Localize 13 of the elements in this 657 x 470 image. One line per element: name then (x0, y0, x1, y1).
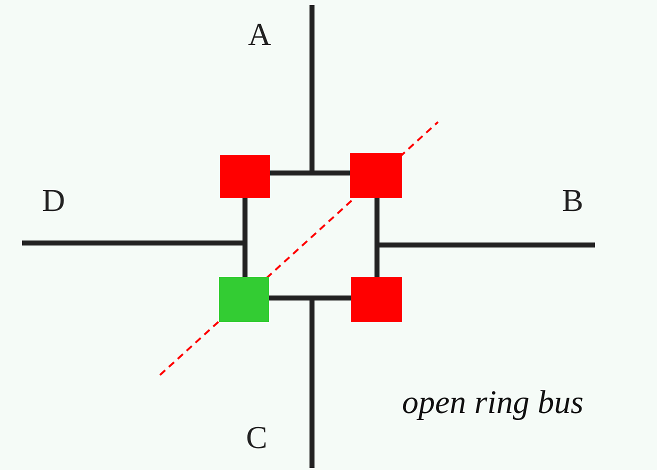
bus-line (269, 296, 351, 300)
feeder-label: D (42, 184, 66, 216)
closed-breaker-square (350, 153, 402, 198)
caption: open ring bus (402, 387, 584, 420)
bus-line (270, 170, 350, 176)
feeder-label: A (248, 18, 272, 50)
closed-breaker-square (220, 155, 270, 198)
bus-line (242, 198, 248, 277)
bus-line (374, 198, 380, 277)
feeder-label: B (562, 184, 584, 216)
open-breaker-square (219, 277, 269, 322)
feeder-label: C (246, 421, 268, 453)
closed-breaker-square (351, 277, 402, 322)
